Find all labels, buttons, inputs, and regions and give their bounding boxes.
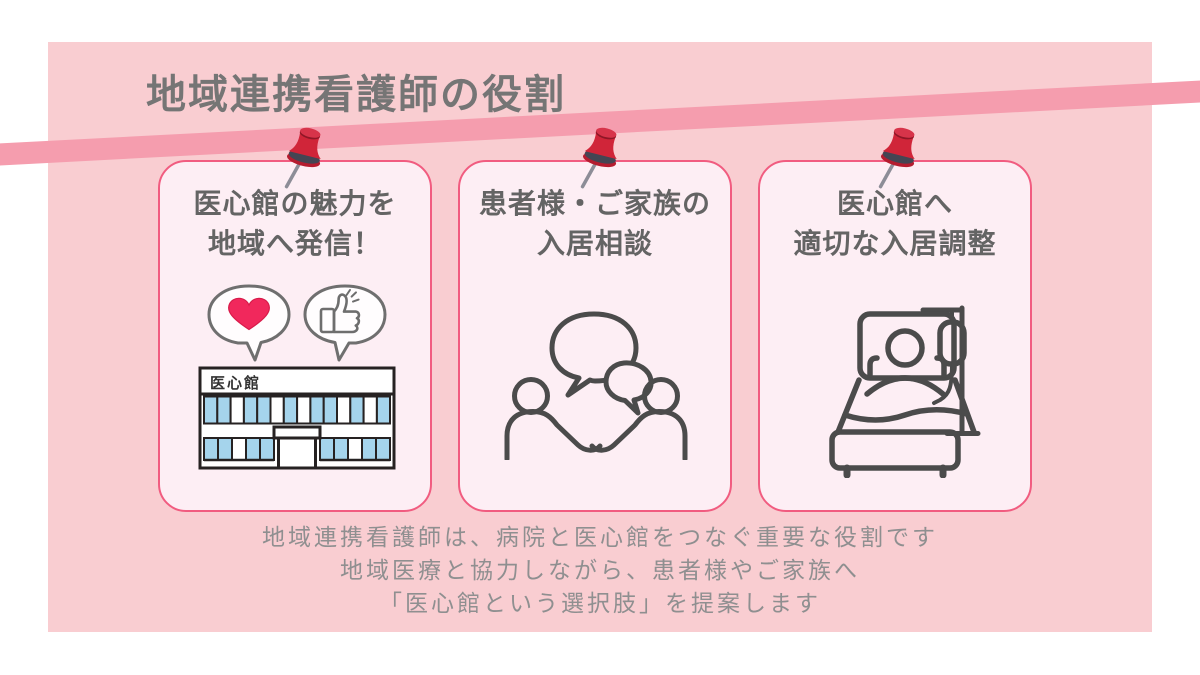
bed-feet (843, 464, 947, 478)
pushpin-icon (284, 127, 321, 189)
heart-speech-bubble-icon (207, 284, 291, 362)
building-sign-label: 医心館 (210, 374, 261, 392)
role-card-consultation: 患者様・ご家族の 入居相談 (458, 160, 732, 512)
thumbs-up-icon (332, 293, 361, 334)
upper-windows (203, 395, 391, 425)
entrance-canopy (272, 425, 322, 440)
heart-icon (228, 297, 270, 331)
role-card-promotion: 医心館の魅力を 地域へ発信！ 医心館 (158, 160, 432, 512)
speech-bubbles-icon (207, 284, 387, 362)
card-heading: 患者様・ご家族の 入居相談 (460, 184, 730, 264)
card-heading-line2: 適切な入居調整 (793, 228, 997, 259)
entrance-door (277, 436, 317, 470)
small-speech-bubble (603, 360, 654, 416)
lower-windows-left (203, 437, 275, 461)
card-heading: 医心館の魅力を 地域へ発信！ (160, 184, 430, 264)
ishinkan-building-icon: 医心館 (198, 366, 396, 470)
page-title: 地域連携看護師の役割 (146, 73, 566, 117)
card-heading-line1: 医心館の魅力を (193, 188, 397, 219)
consultation-people-icon (504, 311, 688, 460)
right-person (589, 377, 688, 460)
pushpin-icon (580, 127, 617, 189)
sparkle-lines (345, 289, 360, 303)
role-card-admission: 医心館へ 適切な入居調整 (758, 160, 1032, 512)
blanket (842, 407, 970, 423)
footer-line1: 地域連携看護師は、病院と医心館をつなぐ重要な役割です (262, 524, 938, 550)
bed-and-patient (829, 311, 977, 478)
card-heading-line2: 入居相談 (536, 228, 653, 259)
footer-line3: 「医心館という選択肢」を提案します (379, 590, 821, 616)
patient-body (864, 375, 946, 397)
footer-description: 地域連携看護師は、病院と医心館をつなぐ重要な役割です 地域医療と協力しながら、患… (0, 521, 1200, 620)
card-heading-line2: 地域へ発信！ (207, 228, 382, 259)
footboard (829, 429, 961, 471)
patient-head (885, 328, 925, 368)
hospital-bed-iv-icon (829, 305, 981, 478)
card-heading: 医心館へ 適切な入居調整 (760, 184, 1030, 264)
pushpin-icon (878, 127, 915, 189)
footer-line2: 地域医療と協力しながら、患者様やご家族へ (340, 557, 860, 583)
lower-windows-right (319, 437, 391, 461)
card-heading-line1: 医心館へ (836, 188, 953, 219)
card-heading-line1: 患者様・ご家族の (478, 188, 711, 219)
thumbs-up-speech-bubble-icon (303, 284, 387, 362)
left-person (504, 377, 603, 460)
